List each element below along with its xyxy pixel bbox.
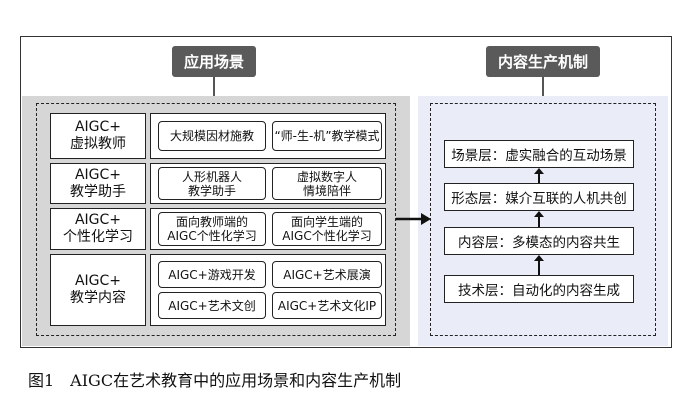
chip-large-scale-individualized: 大规模因材施教 [158,121,266,151]
arrow-technology-to-content [534,255,544,275]
chip-art-culture-ip: AIGC+艺术文化IP [272,292,382,319]
layers-dashed-group [430,103,656,336]
layer-form: 形态层：媒介互联的人机共创 [444,183,634,211]
layer-technology: 技术层：自动化的内容生成 [444,275,634,303]
arrow-content-to-form [534,211,544,227]
scenario-label-virtual-teacher: AIGC+虚拟教师 [50,113,146,159]
chip-art-creative: AIGC+艺术文创 [158,292,266,319]
scenario-label-teaching-content: AIGC+教学内容 [50,254,146,326]
header-application-scenarios: 应用场景 [172,46,256,77]
layer-content: 内容层：多模态的内容共生 [444,227,634,255]
scenario-label-personalized-learning: AIGC+个性化学习 [50,208,146,250]
mechanism-panel [418,96,668,346]
chip-game-development: AIGC+游戏开发 [158,261,266,288]
right-header-connector [542,77,544,96]
scenario-label-teaching-assistant: AIGC+教学助手 [50,163,146,204]
chip-teacher-student-machine: “师-生-机”教学模式 [272,121,382,151]
chip-virtual-digital-human: 虚拟数字人情境陪伴 [272,167,382,200]
chip-art-performance: AIGC+艺术展演 [272,261,382,288]
scenarios-dashed-group [36,103,396,336]
chip-humanoid-robot: 人形机器人教学助手 [158,167,266,200]
arrow-form-to-scene [534,168,544,183]
header-content-production: 内容生产机制 [486,46,600,77]
scenarios-to-mechanism-arrow [396,213,431,225]
left-header-connector [213,77,215,96]
layer-scene: 场景层：虚实融合的互动场景 [444,140,634,168]
figure-caption: 图1 AIGC在艺术教育中的应用场景和内容生产机制 [28,371,402,390]
